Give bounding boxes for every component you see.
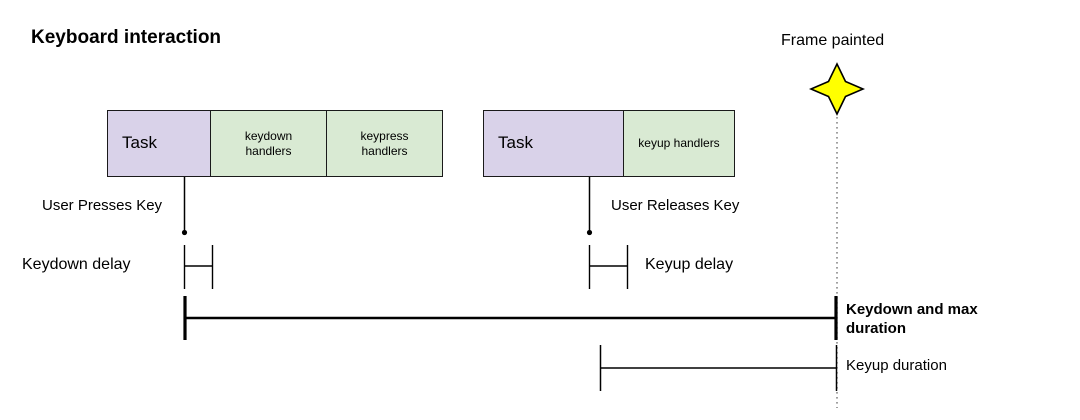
keydown-max-duration-measure (183, 296, 838, 340)
user-presses-key-label: User Presses Key (42, 197, 163, 214)
keypress-handlers-label: keypress handlers (360, 129, 408, 157)
keyup-duration-measure (599, 345, 838, 391)
keydown-delay-measure (183, 245, 214, 289)
keyup-handlers-label: keyup handlers (638, 136, 720, 151)
keypress-handlers-box[interactable]: keypress handlers (326, 110, 443, 177)
task-box-2[interactable]: Task (483, 110, 624, 177)
keydown-and-max-duration-label: Keydown and max duration (846, 300, 1026, 338)
keydown-handlers-label-line2: handlers (245, 143, 292, 158)
user-presses-key-dot (181, 229, 188, 236)
task-box-1[interactable]: Task (107, 110, 211, 177)
keyup-delay-label: Keyup delay (645, 256, 734, 273)
keyup-delay-measure (588, 245, 629, 289)
keydown-and-max-duration-label-line2: duration (846, 320, 906, 338)
user-releases-key-label: User Releases Key (611, 197, 740, 214)
task-box-2-label: Task (498, 133, 533, 153)
keydown-handlers-label: keydown handlers (245, 129, 292, 157)
keyup-handlers-box[interactable]: keyup handlers (623, 110, 735, 177)
user-releases-key-dot (586, 229, 593, 236)
frame-painted-label: Frame painted (781, 32, 885, 49)
four-point-star-icon (808, 62, 866, 116)
keydown-handlers-label-line1: keydown (244, 129, 293, 144)
keydown-delay-label: Keydown delay (22, 256, 131, 273)
page-title: Keyboard interaction (31, 27, 222, 48)
keydown-handlers-box[interactable]: keydown handlers (210, 110, 327, 177)
keypress-handlers-label-line1: keypress (360, 129, 409, 144)
keyup-duration-label: Keyup duration (846, 357, 947, 374)
task-box-1-label: Task (122, 133, 157, 153)
keydown-and-max-duration-label-line1: Keydown and max (846, 301, 978, 318)
keypress-handlers-label-line2: handlers (361, 143, 408, 158)
